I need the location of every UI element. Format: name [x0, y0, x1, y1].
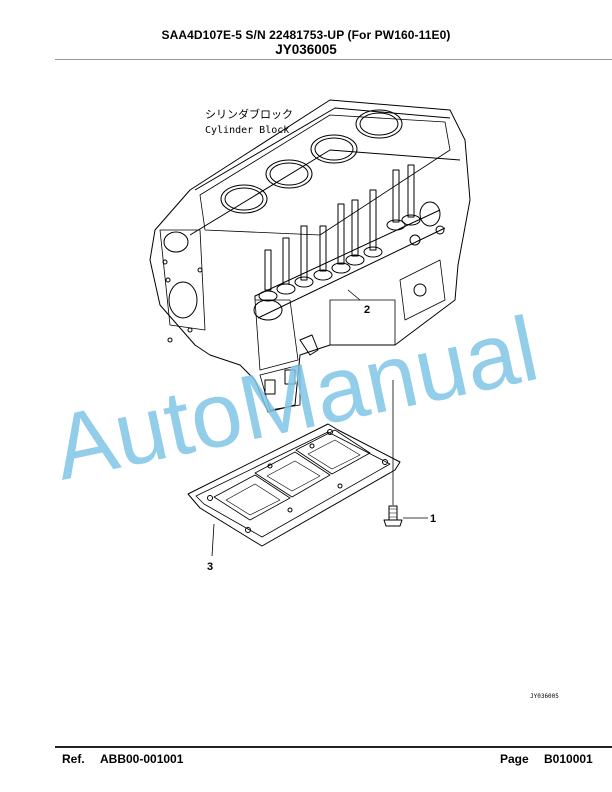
callout-1: 1 — [430, 513, 436, 525]
japanese-caption: シリンダブロック — [205, 107, 293, 121]
component-caption: Cylinder Block — [205, 125, 289, 136]
figure-code: JY036005 — [275, 42, 337, 57]
page-value: B010001 — [544, 752, 593, 766]
cylinder-block-drawing — [149, 99, 471, 413]
ref-label: Ref. — [62, 752, 85, 766]
lower-plate-part-3 — [187, 423, 401, 547]
footer-divider — [55, 746, 612, 748]
callout-2: 2 — [364, 304, 370, 316]
callout-3: 3 — [207, 561, 213, 573]
header-divider — [55, 59, 612, 60]
figure-id-label: JY036005 — [530, 693, 559, 700]
ref-value: ABB00-001001 — [100, 752, 184, 766]
bolt-part-1 — [383, 505, 403, 527]
main-bearing-bolts — [253, 164, 446, 321]
page-label: Page — [500, 752, 529, 766]
model-title: SAA4D107E-5 S/N 22481753-UP (For PW160-1… — [161, 28, 451, 42]
